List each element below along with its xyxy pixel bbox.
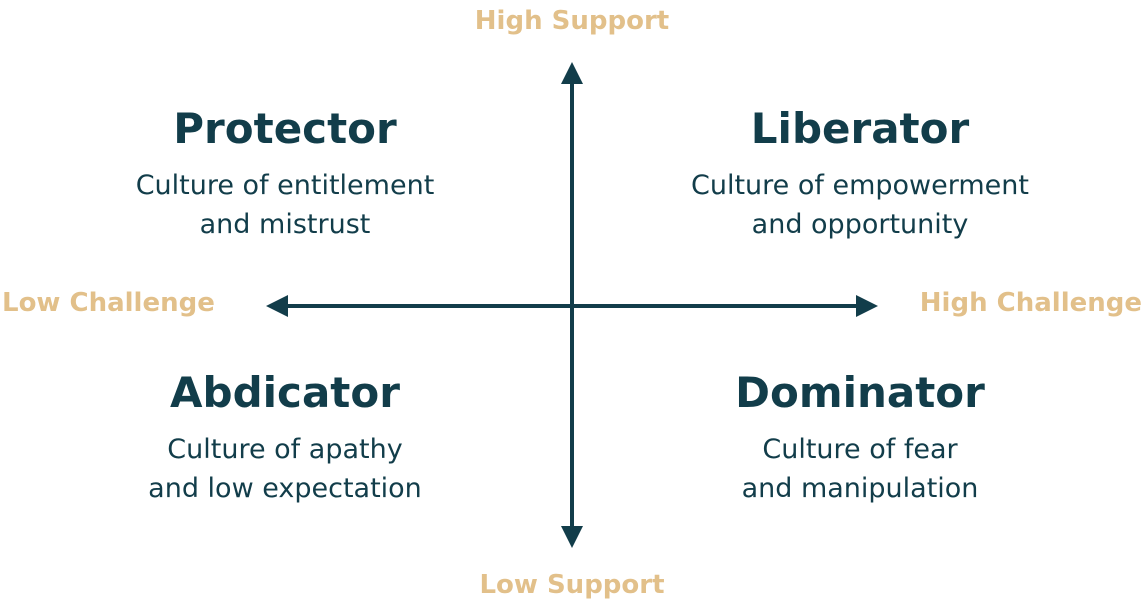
- arrow-left-icon: [266, 295, 288, 317]
- axis-label-high-support: High Support: [474, 6, 670, 36]
- quadrant-title: Liberator: [750, 104, 970, 153]
- axis-label-low-support: Low Support: [479, 570, 665, 600]
- quadrant-title: Protector: [173, 104, 397, 153]
- arrow-up-icon: [561, 62, 583, 84]
- quadrant-description-line: and opportunity: [751, 209, 969, 240]
- quadrant-title: Dominator: [735, 368, 985, 417]
- quadrant-description-line: Culture of apathy: [167, 434, 403, 465]
- axis-label-low-challenge: Low Challenge: [2, 288, 215, 318]
- arrow-down-icon: [561, 526, 583, 548]
- quadrant-description-line: Culture of empowerment: [691, 170, 1029, 201]
- quadrant-description-line: Culture of entitlement: [135, 170, 435, 201]
- arrow-right-icon: [856, 295, 878, 317]
- quadrant-description-line: and mistrust: [199, 209, 371, 240]
- quadrant-title: Abdicator: [170, 368, 400, 417]
- quadrant-description-line: Culture of fear: [762, 434, 958, 465]
- axis-label-high-challenge: High Challenge: [919, 288, 1142, 318]
- quadrant-description-line: and low expectation: [148, 473, 422, 504]
- horizontal-axis: [266, 295, 878, 317]
- quadrant-description-line: and manipulation: [741, 473, 979, 504]
